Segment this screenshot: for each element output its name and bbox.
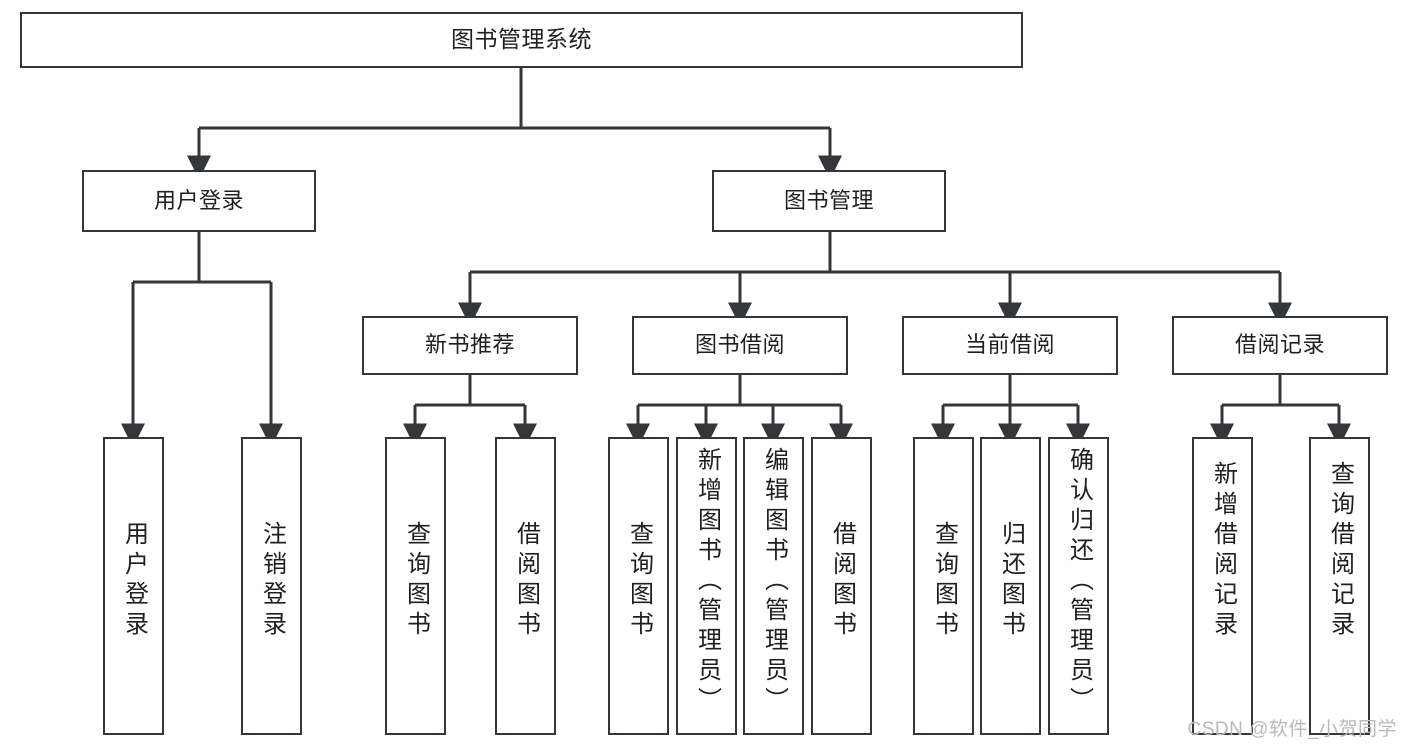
node-label: 图书管理系统 xyxy=(451,26,592,53)
leaf-edit-book-admin[interactable]: 编辑图书（管理员） xyxy=(743,437,804,735)
leaf-add-borrow-record[interactable]: 新增借阅记录 xyxy=(1192,437,1253,735)
node-label: 归还图书 xyxy=(997,521,1025,641)
node-label: 借阅图书 xyxy=(512,521,540,641)
leaf-confirm-return-admin[interactable]: 确认归还（管理员） xyxy=(1048,437,1109,735)
node-label: 借阅图书 xyxy=(828,521,856,641)
edges-userlogin-to-leaves xyxy=(121,232,283,448)
node-label: 注销登录 xyxy=(258,521,286,641)
leaf-query-books-borrow[interactable]: 查询图书 xyxy=(608,437,669,735)
node-root-book-management-system[interactable]: 图书管理系统 xyxy=(20,12,1023,68)
node-label: 当前借阅 xyxy=(964,332,1055,358)
leaf-borrow-books[interactable]: 借阅图书 xyxy=(811,437,872,735)
node-label: 用户登录 xyxy=(120,521,148,641)
node-label: 用户登录 xyxy=(153,187,244,213)
leaf-query-books-current[interactable]: 查询图书 xyxy=(913,437,974,735)
node-label: 新增借阅记录 xyxy=(1209,461,1237,641)
node-book-borrowing[interactable]: 图书借阅 xyxy=(632,316,848,375)
leaf-user-login[interactable]: 用户登录 xyxy=(103,437,164,735)
node-borrowing-records[interactable]: 借阅记录 xyxy=(1172,316,1388,375)
edges-bookmgmt-to-level3 xyxy=(458,232,1292,327)
node-label: 编辑图书（管理员） xyxy=(760,447,788,717)
node-book-management[interactable]: 图书管理 xyxy=(712,170,946,232)
node-label: 新增图书（管理员） xyxy=(693,447,721,717)
leaf-borrow-books-recommend[interactable]: 借阅图书 xyxy=(495,437,556,735)
node-user-login[interactable]: 用户登录 xyxy=(82,170,316,232)
edges-bookborrow-to-leaves xyxy=(626,375,853,448)
edges-currentborrow-to-leaves xyxy=(931,375,1090,448)
node-label: 查询借阅记录 xyxy=(1326,461,1354,641)
leaf-query-books-recommend[interactable]: 查询图书 xyxy=(385,437,446,735)
edges-newbook-to-leaves xyxy=(403,375,537,448)
node-label: 借阅记录 xyxy=(1234,332,1325,358)
node-label: 图书借阅 xyxy=(694,332,785,358)
leaf-return-books[interactable]: 归还图书 xyxy=(980,437,1041,735)
node-new-book-recommendation[interactable]: 新书推荐 xyxy=(362,316,578,375)
node-label: 查询图书 xyxy=(402,521,430,641)
node-label: 确认归还（管理员） xyxy=(1065,447,1093,717)
leaf-query-borrow-record[interactable]: 查询借阅记录 xyxy=(1309,437,1370,735)
leaf-logout[interactable]: 注销登录 xyxy=(241,437,302,735)
edges-borrowrecord-to-leaves xyxy=(1210,375,1351,448)
leaf-add-book-admin[interactable]: 新增图书（管理员） xyxy=(676,437,737,735)
node-label: 新书推荐 xyxy=(424,332,515,358)
node-label: 查询图书 xyxy=(930,521,958,641)
edges-root-to-level2 xyxy=(187,68,842,180)
node-label: 图书管理 xyxy=(783,187,874,213)
node-current-borrowing[interactable]: 当前借阅 xyxy=(902,316,1118,375)
node-label: 查询图书 xyxy=(625,521,653,641)
